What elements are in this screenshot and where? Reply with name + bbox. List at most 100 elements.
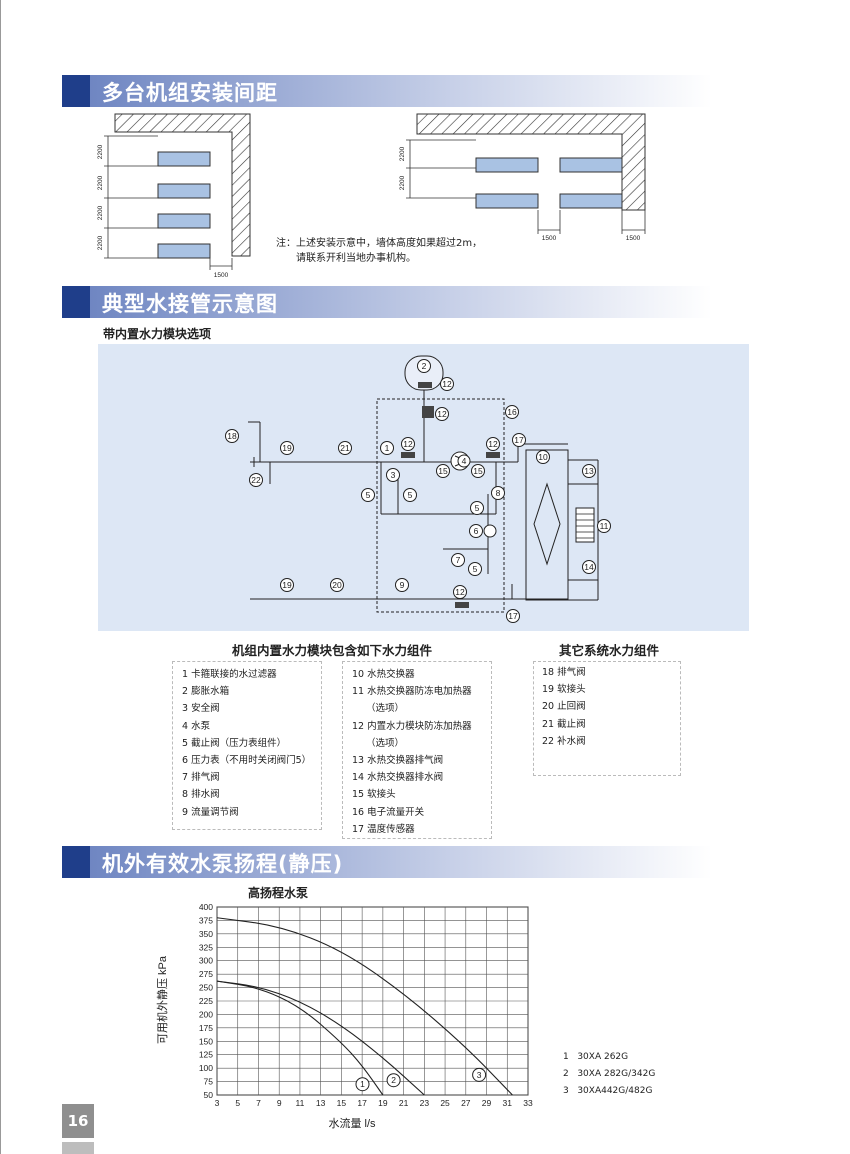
spacing-diagram: 2200 2200 2200 2200 1500 2200 2200 1500 … [97,113,646,279]
callout-12: 12 [401,437,415,451]
callout-3: 3 [386,468,400,482]
component-list-box-2 [342,661,492,839]
component-item: 22 补水阀 [542,735,586,747]
pressure-gauge-icon [483,524,497,538]
x-tick-label: 23 [420,1098,430,1108]
svg-text:17: 17 [508,611,518,621]
component-item: 17 温度传感器 [352,823,415,835]
antifreeze-heater-icon [401,452,415,458]
x-tick-label: 7 [256,1098,261,1108]
svg-text:7: 7 [456,555,461,565]
svg-text:6: 6 [474,526,479,536]
section-title: 机外有效水泵扬程(静压) [102,852,344,876]
component-item: 20 止回阀 [542,701,586,713]
x-tick-label: 5 [235,1098,240,1108]
builtin-components-title: 机组内置水力模块包含如下水力组件 [232,643,433,658]
antifreeze-heater-icon [418,382,432,388]
component-item: 3 安全阀 [182,703,220,715]
unit-box [157,243,211,259]
x-tick-label: 33 [523,1098,533,1108]
page-number: 16 [62,1104,94,1138]
dim-label: 2200 [97,205,104,220]
x-axis-label: 水流量 l/s [328,1116,376,1130]
series-line-2 [216,980,425,1096]
hydronic-module-box [376,398,505,613]
y-tick-label: 325 [199,942,213,952]
svg-text:13: 13 [584,466,594,476]
y-tick-label: 150 [199,1036,213,1046]
svg-text:20: 20 [332,580,342,590]
y-tick-label: 275 [199,969,213,979]
y-tick-label: 375 [199,915,213,925]
x-tick-label: 3 [215,1098,220,1108]
component-item: 1 卡箍联接的水过滤器 [182,669,277,680]
y-tick-label: 300 [199,956,213,966]
series-label-circle [386,1073,401,1088]
callout-7: 7 [451,553,465,567]
y-tick-label: 350 [199,929,213,939]
component-item: 14 水热交换器排水阀 [352,772,444,784]
svg-text:22: 22 [251,475,261,485]
svg-text:9: 9 [400,580,405,590]
series-label: 3 [477,1070,482,1080]
callout-12: 12 [435,407,449,421]
y-tick-label: 125 [199,1050,213,1060]
component-list-box-3 [533,661,681,776]
callout-5: 5 [361,488,375,502]
unit-box [157,213,211,229]
legend-item-1: 1 30XA 262G [563,1052,629,1062]
component-item: 10 水热交换器 [352,669,415,680]
svg-text:8: 8 [496,488,501,498]
svg-text:12: 12 [403,439,413,449]
callout-11: 11 [597,519,611,533]
antifreeze-heater-icon [486,452,500,458]
svg-text:18: 18 [227,431,237,441]
callout-15: 15 [471,464,485,478]
svg-text:10: 10 [538,452,548,462]
svg-text:15: 15 [438,466,448,476]
callout-18: 18 [225,429,239,443]
component-item: 8 排水阀 [182,789,220,801]
svg-text:5: 5 [366,490,371,500]
y-tick-label: 50 [204,1090,214,1100]
svg-text:5: 5 [408,490,413,500]
legend-item-3: 3 30XA442G/482G [563,1086,653,1096]
other-components-title: 其它系统水力组件 [559,643,660,658]
chart-title: 高扬程水泵 [248,886,309,900]
dim-label: 2200 [97,144,104,159]
svg-text:3: 3 [391,470,396,480]
spacing-note-line2: 请联系开利当地办事机构。 [296,253,416,264]
svg-text:1: 1 [385,443,390,453]
chart-legend: 1 30XA 262G 2 30XA 282G/342G 3 30XA442G/… [563,1049,655,1100]
svg-text:5: 5 [475,503,480,513]
svg-text:2: 2 [422,361,427,371]
callout-19: 19 [280,578,294,592]
component-item: 21 截止阀 [542,718,586,730]
antifreeze-heater-icon [422,406,434,418]
unit-box [157,183,211,199]
svg-text:15: 15 [473,466,483,476]
svg-text:5: 5 [473,564,478,574]
x-tick-label: 13 [316,1098,326,1108]
callout-12: 12 [486,437,500,451]
section-header-spacing: 多台机组安装间距 [62,75,712,107]
series-line-3 [216,917,513,1096]
callout-5: 5 [470,501,484,515]
callout-6: 6 [469,524,483,538]
component-item: 12 内置水力模块防冻加热器 [352,720,472,732]
svg-text:19: 19 [282,443,292,453]
component-item: 19 软接头 [542,684,586,696]
dim-label: 2200 [97,175,104,190]
section-title: 典型水接管示意图 [102,292,278,316]
x-tick-label: 29 [482,1098,492,1108]
component-item: 4 水泵 [182,720,211,732]
section-title: 多台机组安装间距 [102,81,278,105]
hx-electric-heater [575,507,595,543]
callout-13: 13 [582,464,596,478]
callout-2: 2 [417,359,431,373]
dim-label: 1500 [214,272,229,279]
callout-17: 17 [512,433,526,447]
svg-text:12: 12 [488,439,498,449]
